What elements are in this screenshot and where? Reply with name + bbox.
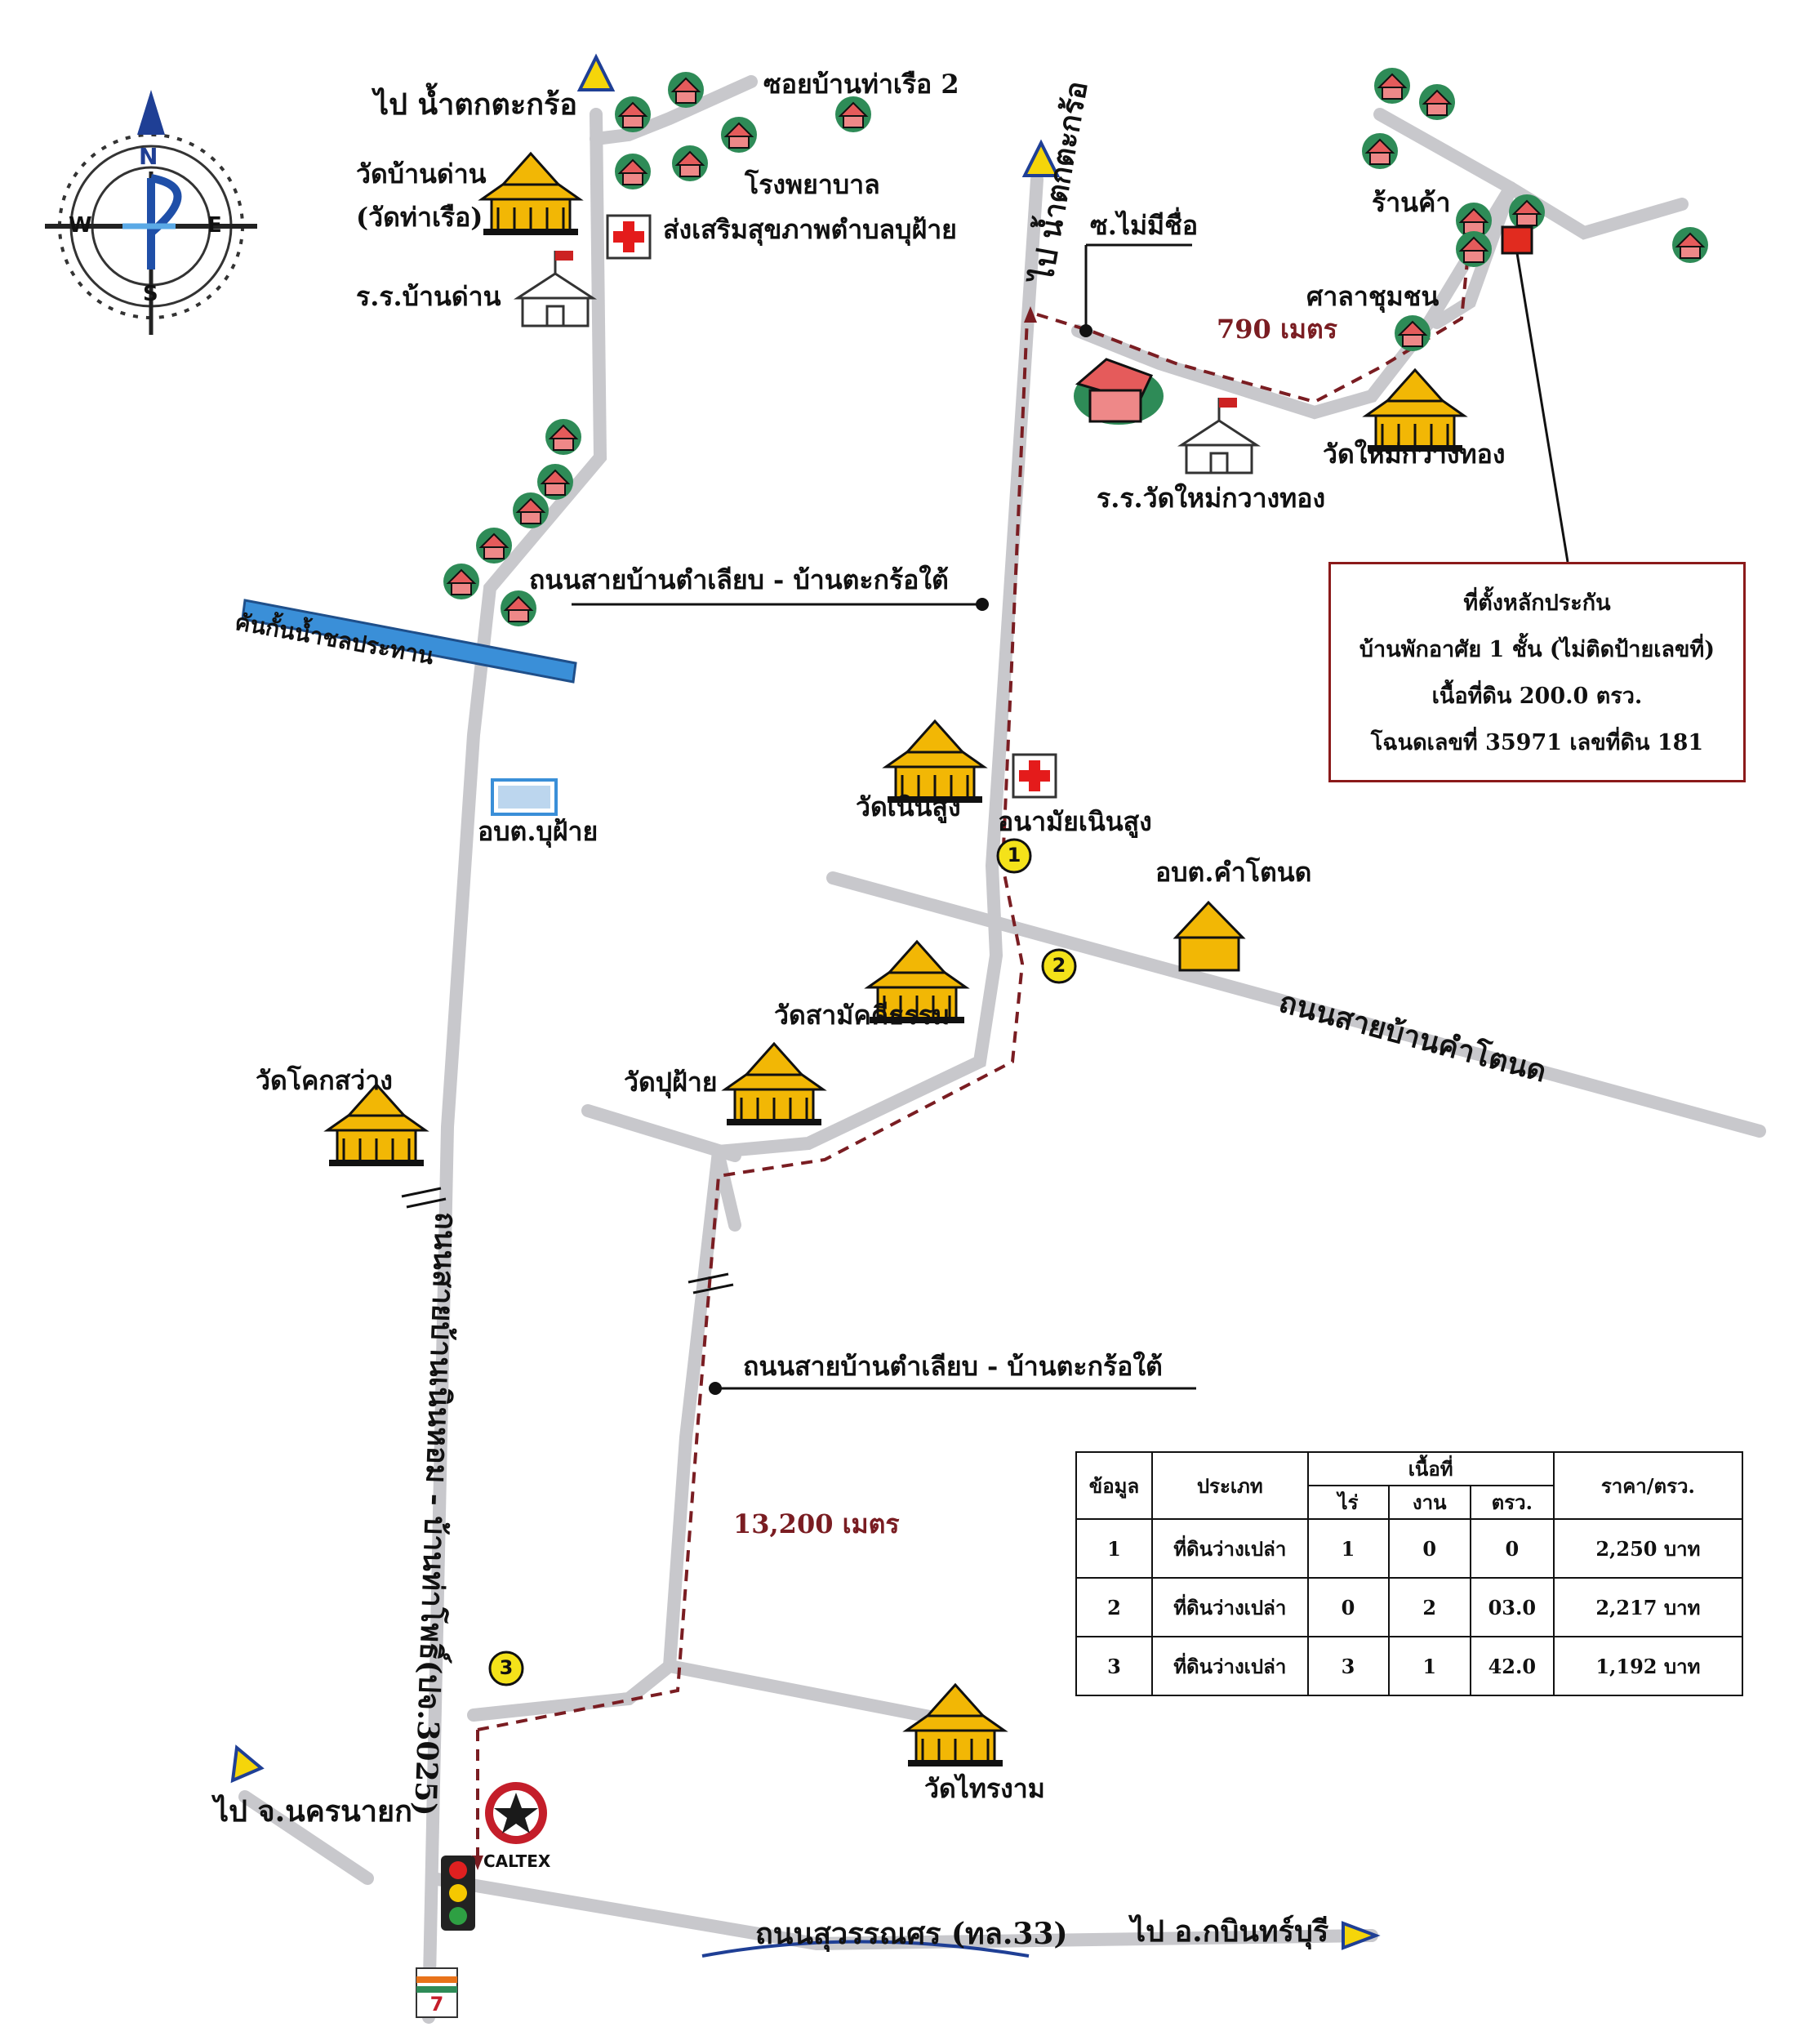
cell-no: 1	[1075, 1518, 1153, 1579]
collateral-house-icon	[1074, 358, 1164, 425]
marker-1-label: 1	[1007, 844, 1021, 867]
marker-2-label: 2	[1052, 954, 1066, 977]
label-wat-pu-fai: วัดปุฝ้าย	[624, 1067, 718, 1098]
numbered-marker	[488, 838, 1077, 1686]
label-wat-ban-dan: วัดบ้านด่าน	[356, 158, 487, 189]
label-to-waterfall-top: ไป น้ำตกตะกร้อ	[374, 87, 577, 122]
office-building-icon	[491, 778, 1246, 972]
collateral-line-2: เนื้อที่ดิน 200.0 ตรว.	[1431, 684, 1643, 709]
th-info: ข้อมูล	[1075, 1451, 1153, 1520]
compass-north-label: N	[139, 143, 158, 170]
label-community-hall: ศาลาชุมชน	[1306, 281, 1440, 312]
label-health-noen-sung: อนามัยเนินสูง	[998, 806, 1152, 837]
cell-ngan: 0	[1387, 1518, 1471, 1579]
svg-text:7: 7	[430, 1993, 444, 2016]
label-wat-tha-ruea: (วัดท่าเรือ)	[356, 202, 483, 233]
collateral-info-box: ที่ตั้งหลักประกัน บ้านพักอาศัย 1 ชั้น (ไ…	[1328, 562, 1746, 782]
label-to-nakhon-nayok: ไป จ.นครนายก	[214, 1794, 412, 1829]
label-health-promotion: ส่งเสริมสุขภาพตำบลบุฝ้าย	[663, 214, 957, 245]
label-soi-no-name: ซ.ไม่มีชื่อ	[1090, 210, 1199, 241]
label-seven-eleven: 7-ELEVEn	[418, 1971, 448, 1977]
label-road-suwannason: ถนนสุวรรณศร (ทล.33)	[755, 1917, 1068, 1951]
compass-east-label: E	[207, 213, 222, 238]
label-wat-samakkhi-tham: วัดสามัคคีธรรม	[774, 1000, 950, 1031]
seven-eleven-logo-icon: 7	[416, 1967, 458, 2018]
hospital-cross-icon	[606, 214, 1057, 799]
cell-ngan: 2	[1387, 1577, 1471, 1637]
label-obt-kham-tanot: อบต.คำโตนด	[1155, 857, 1312, 888]
route-path	[476, 236, 1471, 1858]
cell-no: 2	[1075, 1577, 1153, 1637]
label-road-tam-liap-lower: ถนนสายบ้านตำเลียบ - บ้านตะกร้อใต้	[743, 1351, 1163, 1382]
th-area: เนื้อที่	[1306, 1451, 1555, 1486]
land-comparison-table: ข้อมูล ประเภท เนื้อที่ ราคา/ตรว. ไร่ งาน…	[1075, 1451, 1744, 1696]
label-wat-noen-sung: วัดเนินสูง	[856, 791, 961, 822]
label-wat-khok-sawang: วัดโคกสว่าง	[256, 1065, 393, 1096]
label-wat-mai-kwang-thong: วัดใหม่กวางทอง	[1323, 439, 1506, 470]
table-row: 1 ที่ดินว่างเปล่า 1 0 0 2,250 บาท	[1075, 1518, 1744, 1579]
road-label-pointer	[572, 243, 1196, 1395]
cell-rai: 0	[1306, 1577, 1390, 1637]
collateral-line-1: บ้านพักอาศัย 1 ชั้น (ไม่ติดป้ายเลขที่)	[1359, 637, 1715, 662]
road-break-symbol	[401, 1187, 734, 1294]
cell-rai: 3	[1306, 1636, 1390, 1696]
cell-no: 3	[1075, 1636, 1153, 1696]
compass-rose-icon	[45, 90, 257, 335]
label-wat-sai-ngam: วัดไทรงาม	[924, 1773, 1045, 1804]
cell-sqwa: 03.0	[1469, 1577, 1555, 1637]
table-row: 2 ที่ดินว่างเปล่า 0 2 03.0 2,217 บาท	[1075, 1577, 1744, 1637]
arrow-north-icon	[230, 53, 1381, 1950]
caltex-logo-icon	[485, 1782, 547, 1844]
cell-price: 2,217 บาท	[1552, 1577, 1744, 1637]
label-soi-ban-tha-ruea: ซอยบ้านท่าเรือ 2	[763, 69, 959, 100]
cell-price: 1,192 บาท	[1552, 1636, 1744, 1696]
th-ngan: งาน	[1387, 1485, 1471, 1520]
canal	[241, 599, 577, 684]
cell-sqwa: 0	[1469, 1518, 1555, 1579]
collateral-title: ที่ตั้งหลักประกัน	[1463, 590, 1611, 616]
cell-ngan: 1	[1387, 1636, 1471, 1696]
label-hospital: โรงพยาบาล	[745, 169, 880, 200]
label-distance-13200: 13,200 เมตร	[733, 1508, 900, 1539]
label-distance-790: 790 เมตร	[1217, 314, 1337, 345]
cell-sqwa: 42.0	[1469, 1636, 1555, 1696]
label-caltex: CALTEX	[483, 1851, 551, 1871]
cell-type: ที่ดินว่างเปล่า	[1150, 1518, 1309, 1579]
compass-west-label: W	[69, 213, 92, 238]
label-shop: ร้านค้า	[1372, 187, 1451, 218]
marker-3-label: 3	[499, 1656, 514, 1679]
th-price: ราคา/ตรว.	[1552, 1451, 1744, 1520]
cell-type: ที่ดินว่างเปล่า	[1150, 1577, 1309, 1637]
collateral-line-3: โฉนดเลขที่ 35971 เลขที่ดิน 181	[1370, 730, 1704, 755]
th-type: ประเภท	[1150, 1451, 1309, 1520]
cell-rai: 1	[1306, 1518, 1390, 1579]
th-sqwa: ตรว.	[1469, 1485, 1555, 1520]
table-row: 3 ที่ดินว่างเปล่า 3 1 42.0 1,192 บาท	[1075, 1636, 1744, 1696]
label-school-wat-mai: ร.ร.วัดใหม่กวางทอง	[1097, 483, 1326, 514]
traffic-light-icon	[441, 1856, 475, 1931]
label-to-kabin-buri: ไป อ.กบินทร์บุรี	[1131, 1914, 1329, 1949]
label-school-ban-dan: ร.ร.บ้านด่าน	[356, 281, 501, 312]
label-obt-bu-fai: อบต.บุฝ้าย	[478, 816, 599, 847]
cell-price: 2,250 บาท	[1552, 1518, 1744, 1579]
compass-south-label: S	[143, 282, 158, 306]
collateral-location-marker	[1501, 225, 1569, 563]
cell-type: ที่ดินว่างเปล่า	[1150, 1636, 1309, 1696]
th-rai: ไร่	[1306, 1485, 1390, 1520]
label-road-tam-liap-upper: ถนนสายบ้านตำเลียบ - บ้านตะกร้อใต้	[529, 564, 949, 595]
